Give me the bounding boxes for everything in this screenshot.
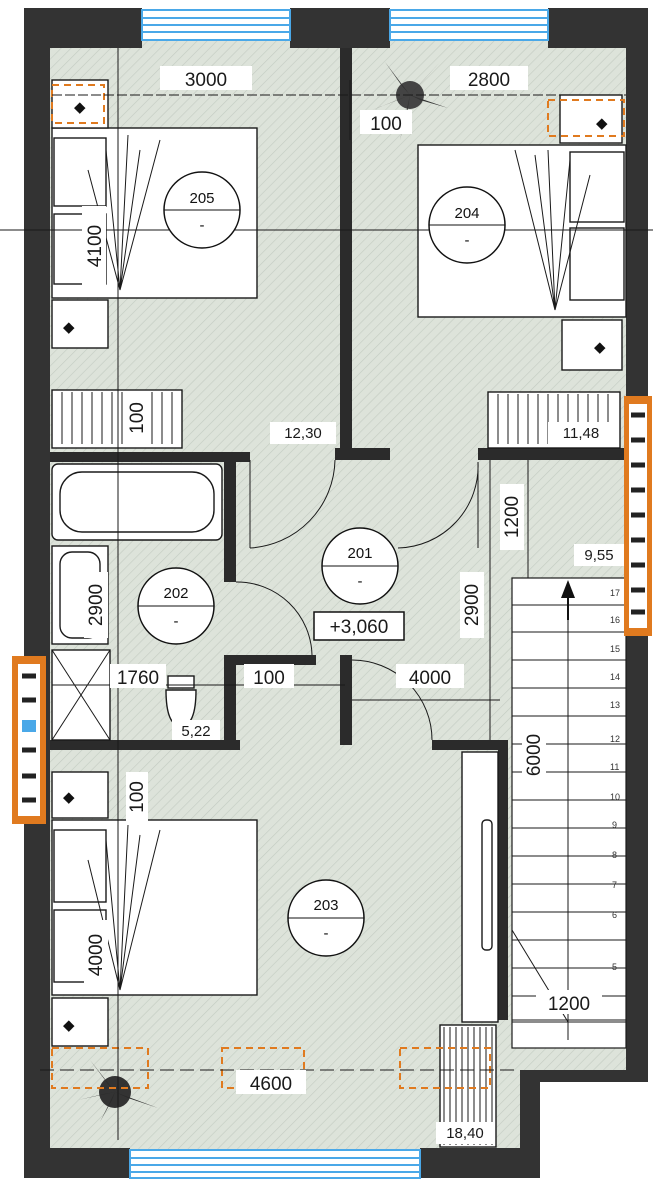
area-12-30: 12,30 bbox=[284, 425, 322, 442]
svg-text:◆: ◆ bbox=[63, 319, 75, 336]
window-top-right bbox=[389, 9, 549, 41]
window-top-left bbox=[141, 9, 291, 41]
room-204-value: - bbox=[465, 232, 470, 249]
shower bbox=[51, 649, 111, 741]
svg-text:◆: ◆ bbox=[74, 99, 86, 116]
dim-4100: 4100 bbox=[85, 225, 106, 267]
stair-step-14: 14 bbox=[610, 672, 620, 682]
nightstand-205-top: ◆ bbox=[51, 79, 109, 129]
dim-4000-v: 4000 bbox=[86, 934, 107, 976]
dimension-lines bbox=[0, 48, 653, 1140]
svg-text:◆: ◆ bbox=[594, 339, 606, 356]
dim-2800: 2800 bbox=[468, 70, 510, 91]
plant-bottom bbox=[78, 1060, 158, 1122]
room-201-label: 201 - bbox=[321, 527, 399, 605]
dim-2900-left: 2900 bbox=[86, 584, 107, 626]
svg-text:◆: ◆ bbox=[63, 1017, 75, 1034]
room-204-label: 204 - bbox=[428, 186, 506, 264]
room-204-number: 204 bbox=[454, 205, 479, 222]
dim-2900-mid: 2900 bbox=[462, 584, 483, 626]
stair-step-15: 15 bbox=[610, 644, 620, 654]
dim-100-top: 100 bbox=[370, 114, 402, 135]
nightstand-203-bottom: ◆ bbox=[51, 997, 109, 1047]
orange-markers bbox=[12, 84, 652, 1089]
room-201-value: - bbox=[358, 573, 363, 590]
level-value: +3,060 bbox=[330, 617, 389, 638]
dim-100-mid: 100 bbox=[253, 668, 285, 689]
stair-step-5: 5 bbox=[612, 962, 617, 972]
stair-step-13: 13 bbox=[610, 700, 620, 710]
area-11-48: 11,48 bbox=[563, 425, 599, 442]
wardrobe-205 bbox=[51, 389, 183, 449]
stair-step-7: 7 bbox=[612, 880, 617, 890]
level-marker: +3,060 bbox=[313, 611, 405, 641]
room-203-number: 203 bbox=[313, 897, 338, 914]
dimension-texts: 3000 2800 100 4100 100 12,30 11,48 1200 … bbox=[82, 66, 624, 1144]
stair-step-16: 16 bbox=[610, 615, 620, 625]
room-202-number: 202 bbox=[163, 585, 188, 602]
area-9-55: 9,55 bbox=[584, 547, 613, 564]
stair-step-10: 10 bbox=[610, 792, 620, 802]
dim-1760: 1760 bbox=[117, 668, 159, 689]
room-203-label: 203 - bbox=[287, 879, 365, 957]
stair-step-12: 12 bbox=[610, 734, 620, 744]
toilet bbox=[165, 675, 197, 727]
dim-4600: 4600 bbox=[250, 1074, 292, 1095]
room-202-value: - bbox=[174, 613, 179, 630]
stair-step-17: 17 bbox=[610, 588, 620, 598]
stair-step-8: 8 bbox=[612, 850, 617, 860]
svg-text:◆: ◆ bbox=[63, 789, 75, 806]
dim-100-wardrobe: 100 bbox=[127, 402, 148, 434]
svg-text:◆: ◆ bbox=[596, 115, 608, 132]
wardrobe-203 bbox=[461, 751, 499, 1023]
stair-step-9: 9 bbox=[612, 820, 617, 830]
nightstand-204-bottom: ◆ bbox=[561, 319, 623, 371]
dim-6000: 6000 bbox=[524, 734, 545, 776]
stair-step-6: 6 bbox=[612, 910, 617, 920]
nightstand-205-bottom: ◆ bbox=[51, 299, 109, 349]
dim-4000-h: 4000 bbox=[409, 668, 451, 689]
partitions bbox=[50, 48, 626, 1020]
bathtub bbox=[51, 463, 223, 541]
area-18-40: 18,40 bbox=[446, 1125, 484, 1142]
stair-step-11: 11 bbox=[610, 762, 619, 772]
dim-3000: 3000 bbox=[185, 70, 227, 91]
dim-1200-bottom: 1200 bbox=[548, 994, 590, 1015]
windows bbox=[129, 9, 549, 1179]
room-202-label: 202 - bbox=[137, 567, 215, 645]
room-205-value: - bbox=[200, 217, 205, 234]
dim-100-bottom-left: 100 bbox=[127, 781, 148, 813]
dim-1200-right: 1200 bbox=[502, 496, 523, 538]
room-205-label: 205 - bbox=[163, 171, 241, 249]
area-5-22: 5,22 bbox=[181, 723, 210, 740]
staircase bbox=[511, 577, 627, 1049]
nightstand-203-top: ◆ bbox=[51, 771, 109, 819]
bed-204 bbox=[417, 144, 627, 318]
room-205-number: 205 bbox=[189, 190, 214, 207]
bed-203 bbox=[51, 819, 258, 996]
room-203-value: - bbox=[324, 925, 329, 942]
room-201-number: 201 bbox=[347, 545, 372, 562]
window-bottom bbox=[129, 1149, 421, 1179]
